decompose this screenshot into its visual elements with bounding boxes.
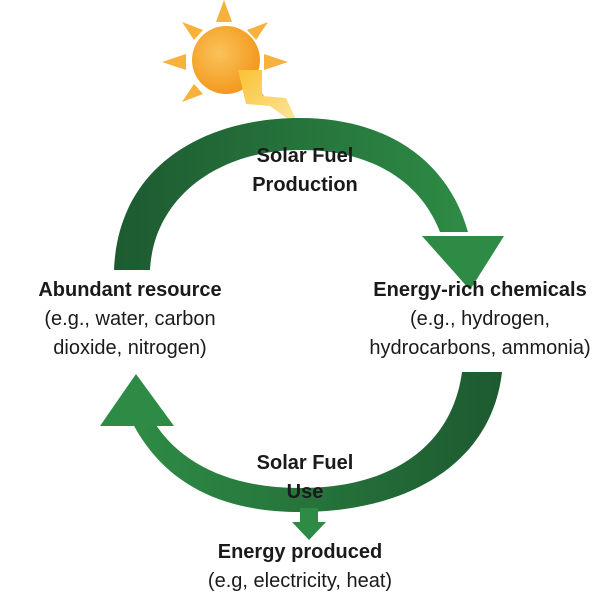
energy-produced-detail: (e.g, electricity, heat) xyxy=(207,570,393,592)
energy-rich-detail-1: (e.g., hydrogen, xyxy=(409,308,551,330)
use-arrow xyxy=(100,372,502,512)
abundant-resource-detail-2: dioxide, nitrogen) xyxy=(53,337,207,359)
abundant-resource-node: Abundant resource (e.g., water, carbon d… xyxy=(10,276,250,363)
production-line-2: Production xyxy=(252,174,358,196)
abundant-resource-detail-1: (e.g., water, carbon xyxy=(44,308,216,330)
solar-fuel-use-label: Solar Fuel Use xyxy=(220,449,390,507)
energy-output-arrow xyxy=(292,508,326,540)
solar-fuel-production-label: Solar Fuel Production xyxy=(220,142,390,200)
use-line-1: Solar Fuel xyxy=(256,452,354,474)
production-line-1: Solar Fuel xyxy=(256,145,354,167)
energy-produced-node: Energy produced (e.g, electricity, heat) xyxy=(150,538,450,596)
use-line-2: Use xyxy=(286,481,324,503)
energy-produced-title: Energy produced xyxy=(217,541,383,563)
production-arrow xyxy=(114,118,504,290)
energy-rich-title: Energy-rich chemicals xyxy=(373,279,587,301)
abundant-resource-title: Abundant resource xyxy=(38,279,222,301)
lightning-bolt-icon xyxy=(238,70,300,128)
energy-rich-chemicals-node: Energy-rich chemicals (e.g., hydrogen, h… xyxy=(335,276,600,363)
energy-rich-detail-2: hydrocarbons, ammonia) xyxy=(369,337,591,359)
sun-icon xyxy=(162,0,288,102)
